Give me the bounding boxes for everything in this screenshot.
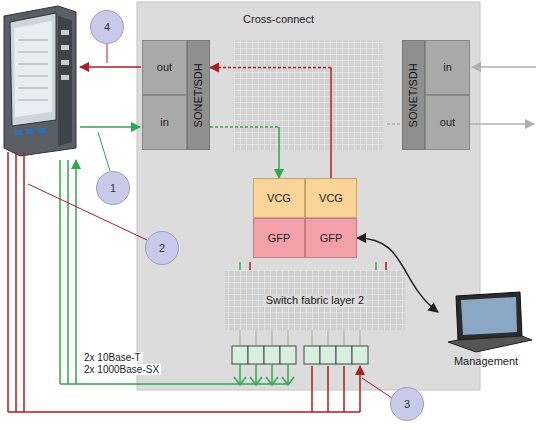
vcg-block: VCG	[305, 178, 357, 218]
port-cell-label: in	[160, 116, 169, 129]
cross-connect-panel	[137, 2, 480, 390]
callout-number-label: 2	[159, 242, 165, 255]
switch-fabric: Switch fabric layer 2	[225, 270, 405, 330]
port-cell-label: out	[440, 116, 455, 129]
callout-number-label: 4	[104, 21, 110, 34]
interface-label: 2x 10Base-T	[82, 352, 143, 363]
port-cell-label: in	[443, 61, 452, 74]
laptop	[448, 292, 532, 352]
callout-number: 1	[96, 171, 130, 205]
port-cell: out	[142, 40, 187, 95]
gfp-block-label: GFP	[268, 232, 291, 245]
callout-leaders	[28, 44, 392, 398]
callout-number-label: 1	[110, 182, 116, 195]
vcg-block-label: VCG	[267, 192, 291, 205]
test-instrument	[4, 6, 76, 156]
management-station-label: Management	[454, 355, 518, 368]
sonet-sdh-module: SONET/SDH	[402, 40, 425, 150]
connector	[210, 127, 279, 178]
sonet-sdh-module-label: SONET/SDH	[192, 63, 205, 127]
ethernet-ports	[232, 346, 368, 364]
callout-number-label: 3	[404, 398, 410, 411]
sonet-sdh-module: SONET/SDH	[187, 40, 210, 150]
switch-fabric-label: Switch fabric layer 2	[263, 294, 367, 307]
interface-label: 2x 1000Base-SX	[82, 364, 161, 375]
connector	[210, 68, 331, 179]
switch-fabric-grid	[225, 262, 405, 346]
management-station: Management	[438, 290, 534, 370]
port-cell: out	[425, 95, 470, 150]
cross-connect-label: Cross-connect	[243, 13, 314, 26]
port-cell: in	[425, 40, 470, 95]
vcg-block-label: VCG	[319, 192, 343, 205]
vcg-block: VCG	[253, 178, 305, 218]
port-cell: in	[142, 95, 187, 150]
callout-number: 2	[145, 231, 179, 265]
callout-number: 3	[390, 387, 424, 421]
gfp-block: GFP	[305, 218, 357, 258]
gfp-block-label: GFP	[320, 232, 343, 245]
gfp-block: GFP	[253, 218, 305, 258]
port-cell-label: out	[157, 61, 172, 74]
instrument-wires	[8, 67, 360, 412]
cross-connect: Cross-connect out in SONET/SDH SONET/SDH in ou…	[137, 2, 480, 390]
connector	[357, 238, 438, 312]
cross-connect-matrix	[233, 40, 383, 150]
sonet-sdh-module-label: SONET/SDH	[407, 63, 420, 127]
callout-number: 4	[90, 10, 124, 44]
